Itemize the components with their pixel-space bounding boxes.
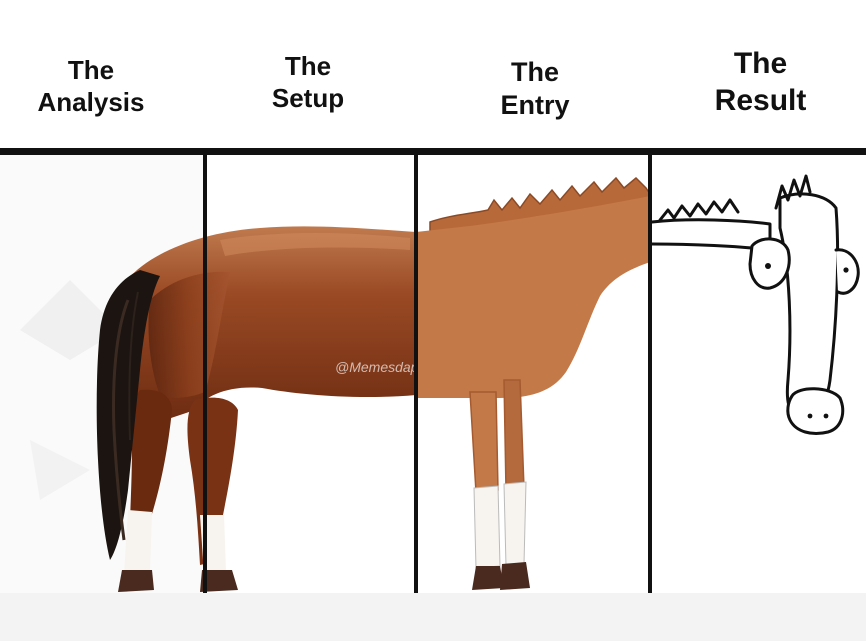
header-word-the: The	[510, 57, 559, 88]
header-word-entry: Entry	[500, 90, 570, 120]
header-the-result: The Result	[655, 8, 866, 158]
horse-scene: @Memesdapaint	[0, 155, 866, 593]
sketch-horse-head	[650, 174, 860, 435]
header-word-analysis: Analysis	[37, 87, 145, 117]
panel-dividers	[203, 155, 652, 593]
photo-horse-hindquarters	[96, 226, 416, 592]
header-word-the: The	[733, 47, 788, 81]
header-word-the: The	[67, 55, 115, 86]
header-word-the: The	[284, 51, 332, 82]
drawn-horse-front	[416, 176, 651, 590]
column-headers: The Analysis The Setup The Entry The Res…	[0, 0, 866, 150]
horse-illustration: @Memesdapaint	[0, 155, 860, 593]
header-word-setup: Setup	[271, 83, 345, 113]
bottom-margin	[0, 593, 866, 641]
header-word-result: Result	[714, 84, 807, 117]
header-the-analysis: The Analysis	[0, 12, 182, 162]
header-the-setup: The Setup	[210, 8, 406, 158]
top-divider-line	[0, 148, 866, 155]
header-the-entry: The Entry	[430, 14, 640, 164]
